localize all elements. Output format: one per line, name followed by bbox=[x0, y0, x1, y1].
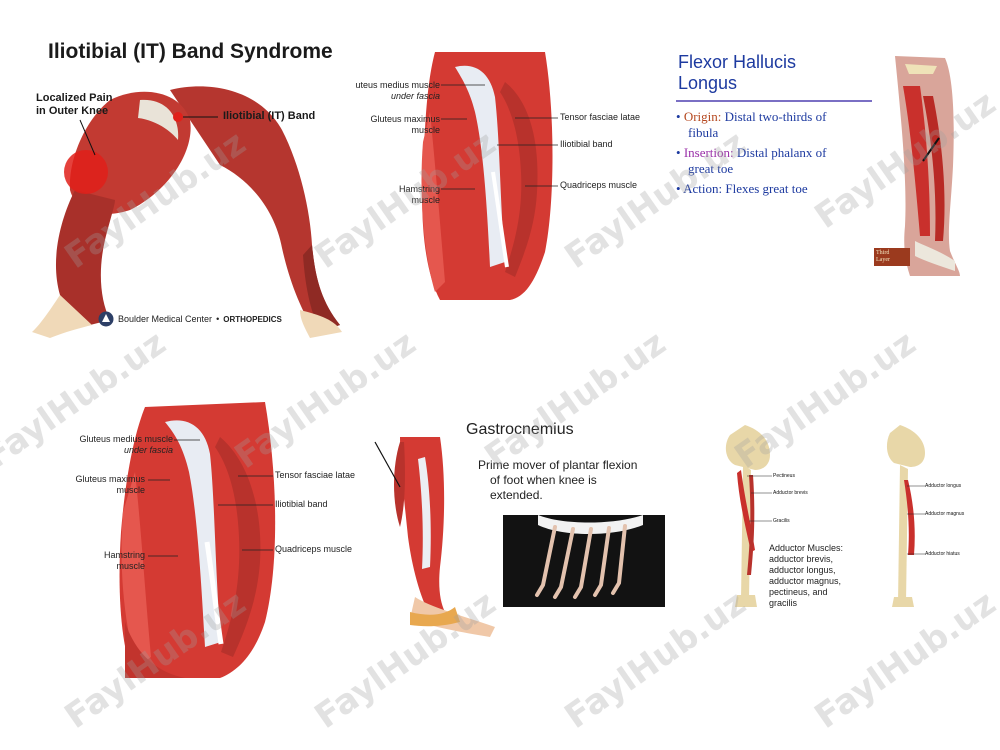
label-adductor-longus: Adductor longus bbox=[925, 483, 962, 489]
bullet-insertion: • Insertion: Distal phalanx of great toe bbox=[676, 145, 827, 176]
label-tensor: Tensor fasciae latae bbox=[560, 112, 640, 122]
right-leader-lines bbox=[907, 485, 925, 555]
label-quadriceps: Quadriceps muscle bbox=[560, 180, 638, 190]
label-adductor-magnus: Adductor magnus bbox=[925, 511, 965, 517]
bullet-action: • Action: Flexes great toe bbox=[676, 181, 808, 196]
label-gracilis: Gracilis bbox=[773, 518, 790, 524]
thigh-illustration bbox=[421, 52, 553, 300]
panel2-leader-lines bbox=[441, 84, 558, 190]
panel-flexor-hallucis-longus: Flexor Hallucis Longus • Origin: Distal … bbox=[670, 48, 990, 278]
hip-skeleton-left bbox=[725, 425, 770, 607]
bullet-origin: • Origin: Distal two-thirds of fibula bbox=[676, 109, 827, 140]
label-adductor-brevis: Adductor brevis bbox=[773, 490, 808, 496]
panel1-title: Iliotibial (IT) Band Syndrome bbox=[48, 40, 333, 63]
label-gluteus-maximus-2: Gluteus maximus muscle bbox=[75, 474, 145, 495]
label-gluteus-maximus: Gluteus maximus muscle bbox=[370, 114, 440, 135]
label-gluteus-medius-2: Gluteus medius muscle under fascia bbox=[79, 434, 173, 455]
pain-label: Localized Pain in Outer Knee bbox=[36, 92, 113, 117]
label-iliotibial-2: Iliotibial band bbox=[275, 499, 328, 509]
panel-adductor-muscles: Pectineus Adductor brevis Gracilis Adduc… bbox=[715, 425, 985, 615]
thigh-illustration-large bbox=[119, 402, 276, 678]
running-leg-illustration bbox=[32, 86, 342, 338]
label-gluteus-medius: Gluteus medius muscle under fascia bbox=[355, 80, 440, 101]
lower-leg-illustration bbox=[895, 56, 960, 276]
knee-pain-marker bbox=[64, 150, 108, 194]
third-layer-tag: Third Layer bbox=[874, 248, 910, 266]
label-adductor-hiatus: Adductor hiatus bbox=[925, 551, 960, 557]
gastrocnemius-title: Gastrocnemius bbox=[466, 421, 574, 438]
left-leader-lines bbox=[747, 475, 772, 522]
panel-thigh-anatomy-bottom: Gluteus medius muscle under fascia Glute… bbox=[20, 402, 360, 680]
panel-gastrocnemius: Gastrocnemius Prime mover of plantar fle… bbox=[370, 415, 675, 650]
boulder-logo: Boulder Medical Center • ORTHOPEDICS bbox=[98, 311, 282, 327]
label-tensor-2: Tensor fasciae latae bbox=[275, 470, 356, 480]
hip-skeleton-right bbox=[886, 425, 925, 607]
panel-it-band-syndrome: Iliotibial (IT) Band Syndrome Localized … bbox=[20, 30, 350, 340]
gastrocnemius-description: Prime mover of plantar flexion of foot w… bbox=[478, 458, 638, 502]
label-hamstring-2: Hamstring muscle bbox=[103, 550, 145, 571]
panel-thigh-anatomy-top: Gluteus medius muscle under fascia Glute… bbox=[355, 52, 640, 302]
it-band-marker bbox=[173, 112, 183, 122]
label-pectineus: Pectineus bbox=[773, 473, 795, 479]
label-hamstring: Hamstring muscle bbox=[398, 184, 440, 205]
title-rule bbox=[676, 100, 872, 102]
fhl-bullets: • Origin: Distal two-thirds of fibula • … bbox=[676, 109, 881, 197]
panel4-leader-lines bbox=[148, 439, 273, 557]
ballet-photo bbox=[503, 515, 665, 607]
label-quadriceps-2: Quadriceps muscle bbox=[275, 544, 353, 554]
adductor-caption: Adductor Muscles: adductor brevis, adduc… bbox=[769, 543, 844, 608]
calf-illustration bbox=[374, 437, 495, 637]
band-label: Iliotibial (IT) Band bbox=[223, 110, 316, 122]
tree-logo-icon bbox=[98, 311, 114, 327]
fhl-title: Flexor Hallucis Longus bbox=[678, 52, 797, 93]
label-iliotibial: Iliotibial band bbox=[560, 139, 613, 149]
